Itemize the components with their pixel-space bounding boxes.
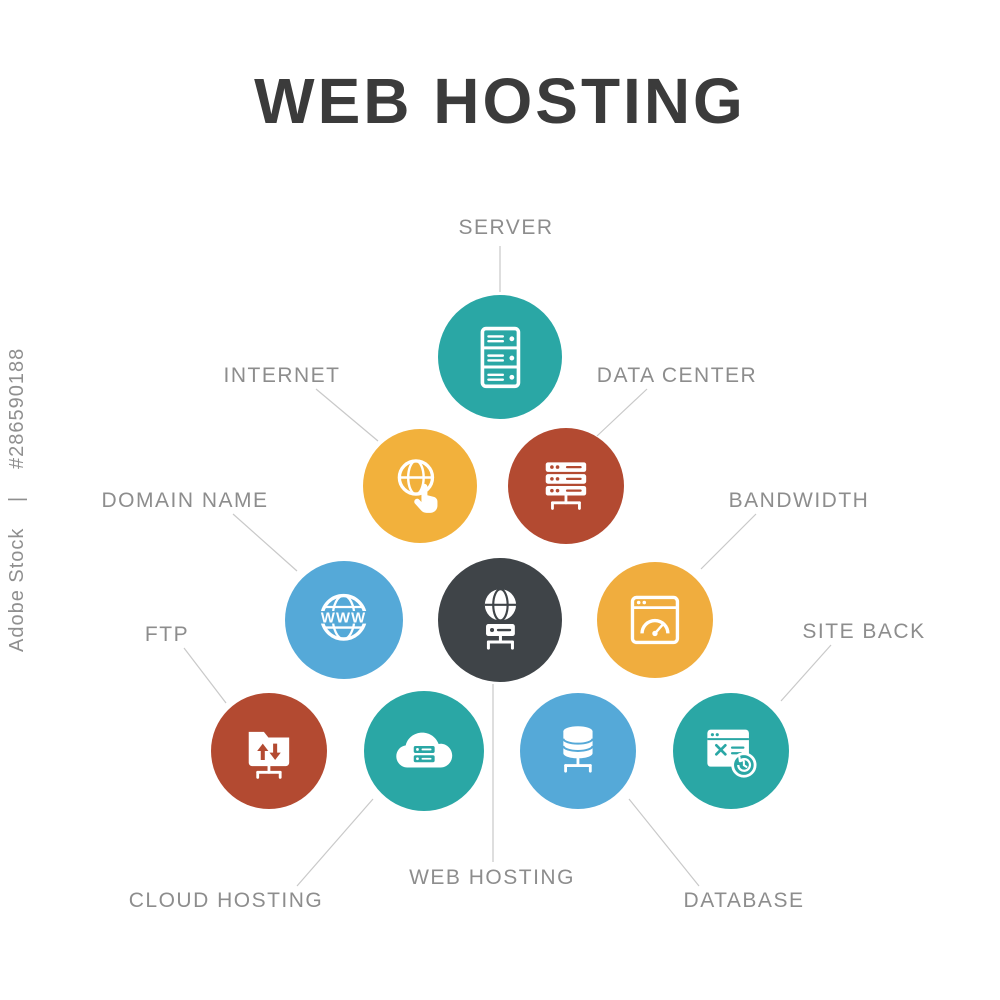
label-cloud-hosting: CLOUD HOSTING bbox=[128, 889, 324, 912]
connector-domain-name bbox=[232, 513, 298, 572]
label-ftp: FTP bbox=[144, 623, 190, 646]
label-domain-name: DOMAIN NAME bbox=[101, 489, 269, 512]
label-bandwidth: BANDWIDTH bbox=[728, 489, 870, 512]
label-site-backup: SITE BACK bbox=[802, 620, 926, 643]
connector-site-backup bbox=[780, 644, 832, 702]
page-title: WEB HOSTING bbox=[254, 65, 746, 137]
connector-bandwidth bbox=[700, 513, 757, 570]
connector-data-center bbox=[596, 388, 648, 437]
web-hosting-icon bbox=[484, 587, 516, 650]
data-center-icon bbox=[545, 462, 587, 510]
label-data-center: DATA CENTER bbox=[596, 364, 758, 387]
connector-ftp bbox=[183, 647, 227, 704]
site-backup-icon bbox=[707, 729, 757, 778]
database-node bbox=[520, 693, 636, 809]
ftp-node bbox=[211, 693, 327, 809]
www-text: WWW bbox=[321, 611, 366, 627]
connector-database bbox=[628, 798, 700, 887]
label-internet: INTERNET bbox=[223, 364, 341, 387]
connector-cloud-hosting bbox=[296, 798, 374, 887]
connector-internet bbox=[315, 388, 379, 442]
internet-node bbox=[363, 429, 477, 543]
bandwidth-gauge-icon bbox=[630, 595, 680, 645]
site-backup-node bbox=[673, 693, 789, 809]
web-hosting-node bbox=[438, 558, 562, 682]
cloud-hosting-icon bbox=[396, 732, 453, 768]
server-icon bbox=[480, 326, 520, 388]
internet-globe-click-icon bbox=[397, 458, 438, 513]
www-globe-icon: WWW bbox=[319, 594, 369, 642]
database-icon bbox=[562, 726, 594, 773]
cloud-hosting-node bbox=[364, 691, 484, 811]
ftp-folder-icon bbox=[248, 731, 290, 779]
data-center-node bbox=[508, 428, 624, 544]
server-node bbox=[438, 295, 562, 419]
bandwidth-node bbox=[597, 562, 713, 678]
label-database: DATABASE bbox=[683, 889, 805, 912]
label-web-hosting: WEB HOSTING bbox=[409, 866, 575, 889]
domain-name-node: WWW bbox=[285, 561, 403, 679]
label-server: SERVER bbox=[458, 216, 554, 239]
